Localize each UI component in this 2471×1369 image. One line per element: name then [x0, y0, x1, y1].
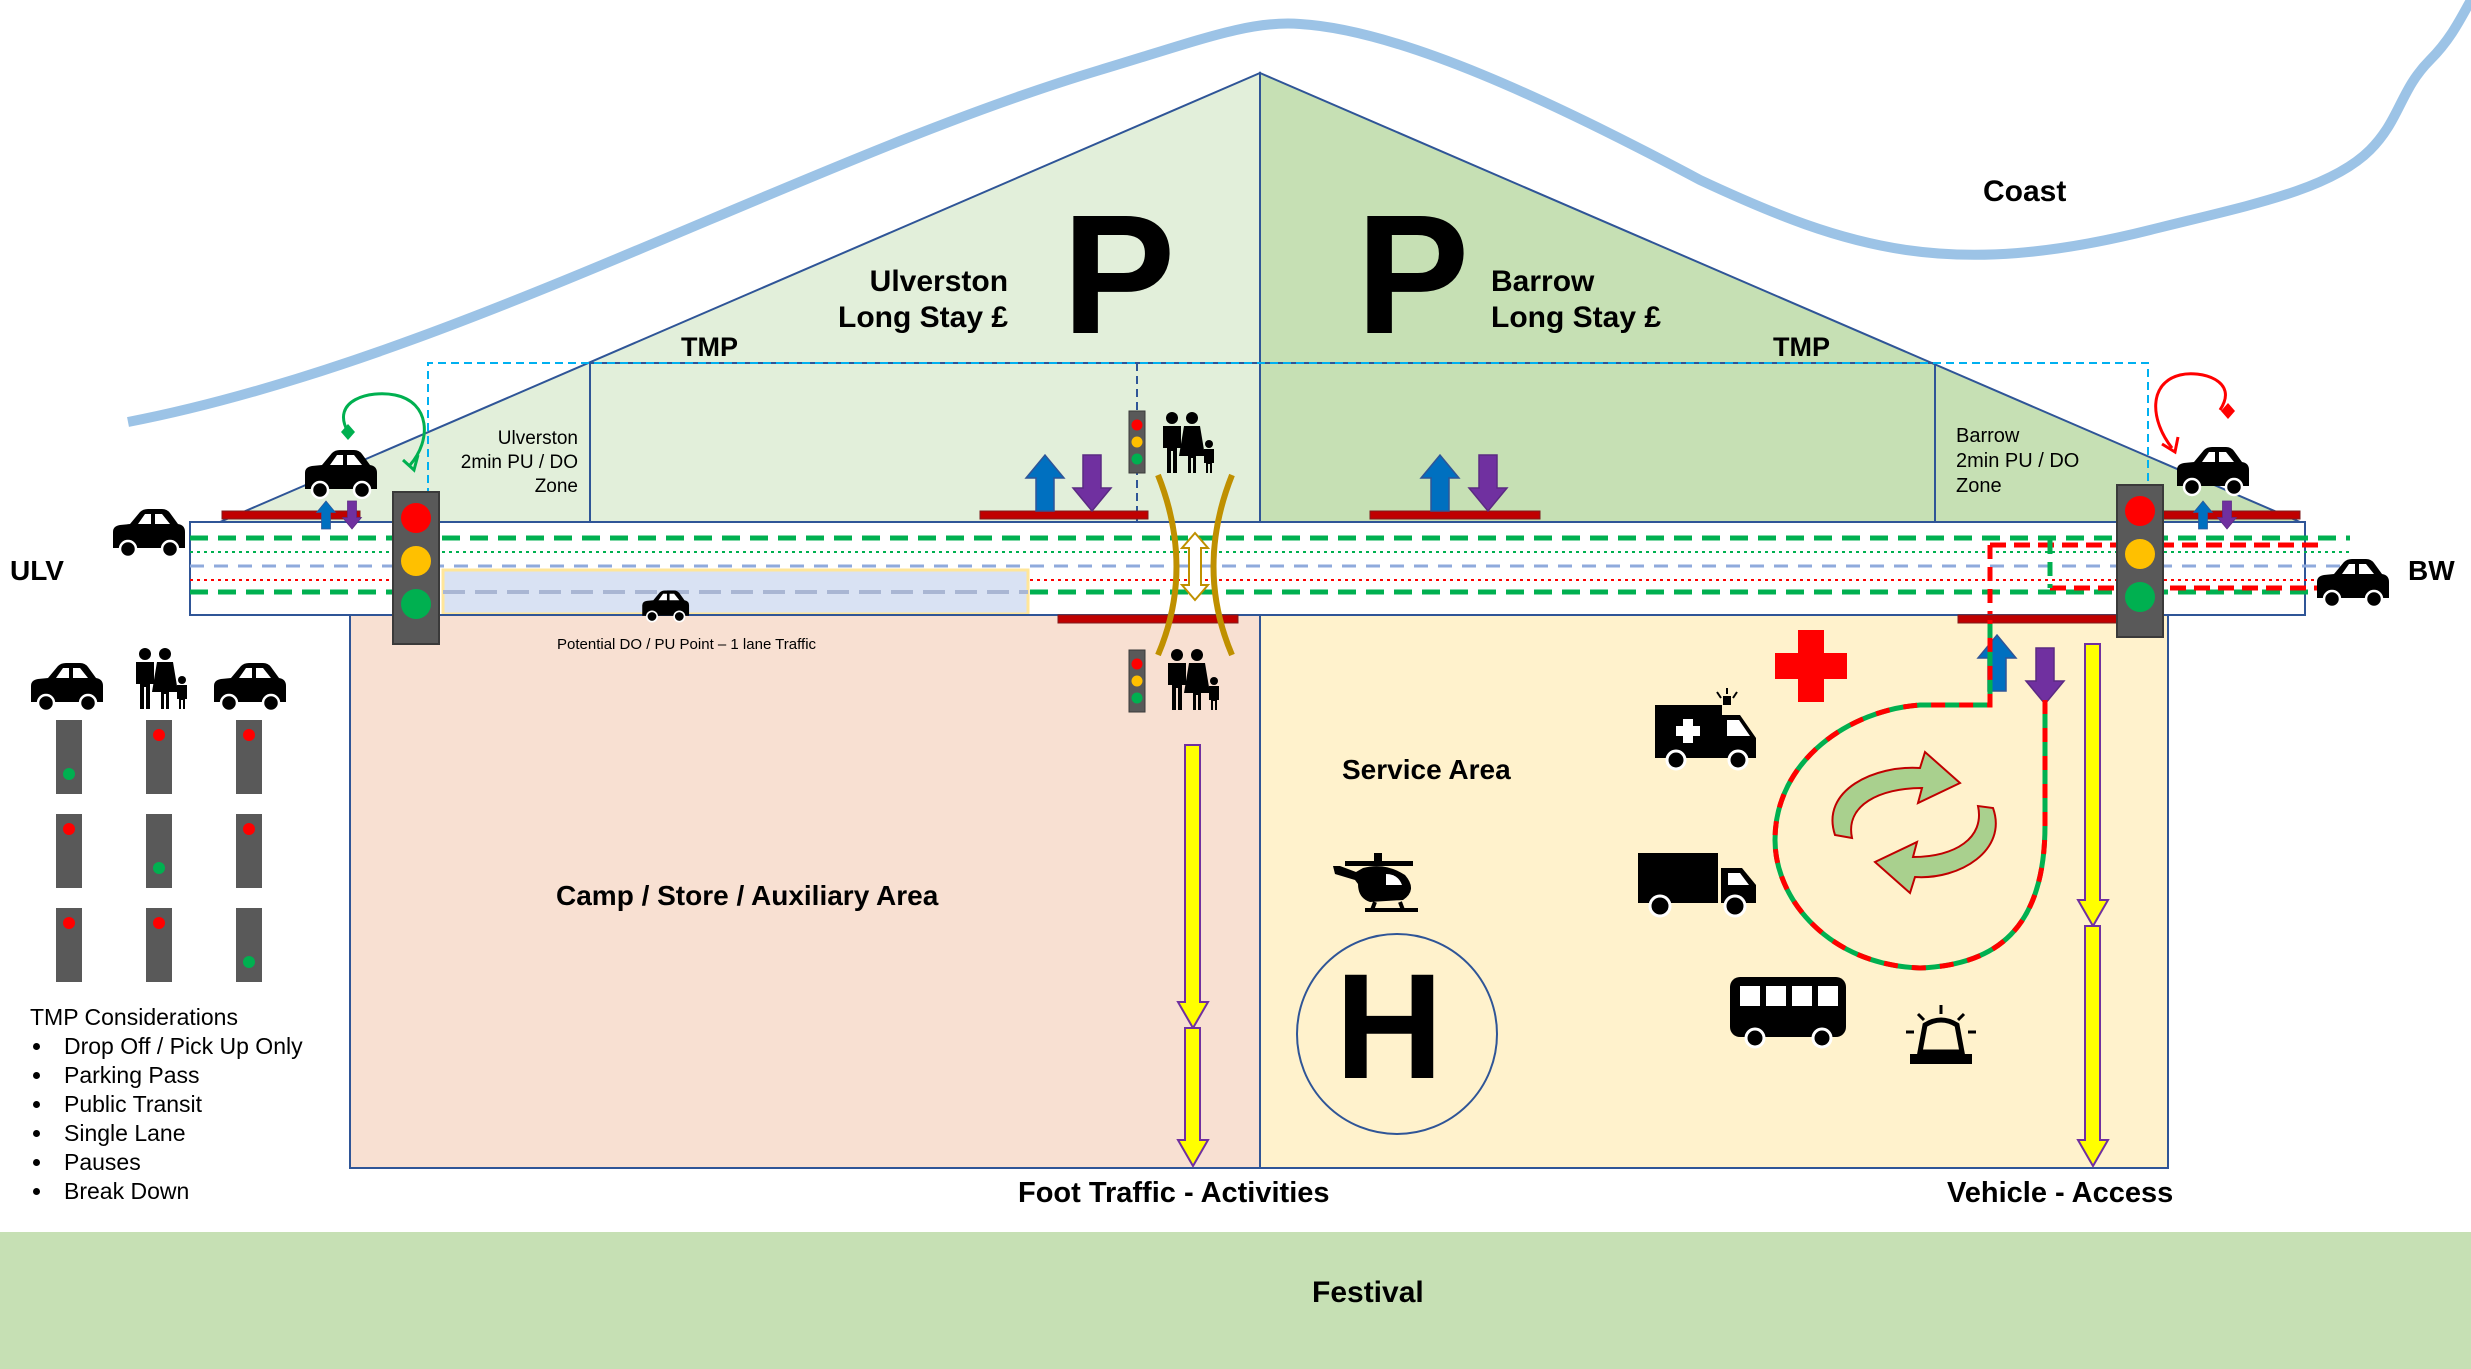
- ulverston-zone-label: Ulverston 2min PU / DO Zone: [448, 427, 578, 499]
- car-icon-legend-2: [212, 661, 288, 713]
- camp-store-auxiliary-area: [349, 614, 1261, 1169]
- barrow-car-park-type: Long Stay £: [1491, 301, 1662, 334]
- u-turn-arrow-icon-left: [341, 392, 426, 473]
- vehicle-access-label: Vehicle - Access: [1947, 1177, 2174, 1209]
- helipad-letter: H: [1335, 942, 1444, 1110]
- service-area-label: Service Area: [1342, 754, 1511, 785]
- traffic-light-icon-right: [2116, 484, 2164, 638]
- foot-traffic-arrows: [1176, 744, 1210, 1169]
- barrow-car-park-label: Barrow Long Stay £: [1491, 264, 1661, 336]
- tmp-label-left: TMP: [681, 332, 738, 362]
- ulverston-car-park-name: Ulverston: [869, 265, 1009, 298]
- coast-label: Coast: [1983, 175, 2067, 208]
- helicopter-icon: [1333, 853, 1418, 912]
- siren-icon: [1906, 1005, 1976, 1064]
- car-icon-legend-1: [29, 661, 105, 713]
- truck-icon: [1638, 853, 1756, 918]
- barrow-zone-label: Barrow 2min PU / DO Zone: [1956, 424, 2079, 499]
- tmp-considerations-title: TMP Considerations: [30, 1004, 238, 1030]
- u-turn-arrow-icon-right: [2154, 372, 2235, 455]
- vehicle-access-arrows: [2076, 643, 2110, 1169]
- pedestrian-crossing: [1155, 473, 1235, 657]
- barrow-zone-line-3: Zone: [1956, 475, 2002, 497]
- barrow-zone-line-1: Barrow: [1956, 425, 2020, 447]
- ulverston-car-park-type: Long Stay £: [838, 301, 1009, 334]
- car-icon-ulv: [111, 507, 187, 559]
- tmp-considerations-list: TMP Considerations Drop Off / Pick Up On…: [30, 1003, 303, 1206]
- barrow-car-park-name: Barrow: [1491, 265, 1595, 298]
- foot-traffic-label: Foot Traffic - Activities: [1018, 1177, 1330, 1209]
- parking-symbol-right: P: [1356, 180, 1470, 370]
- traffic-light-icon-crossing-top: [1128, 410, 1146, 474]
- family-icon-legend: [136, 648, 187, 709]
- camp-area-label: Camp / Store / Auxiliary Area: [556, 880, 939, 911]
- ulverston-zone-line-2: 2min PU / DO: [460, 452, 578, 473]
- recycle-arrows-icon: [1831, 750, 1997, 895]
- ulv-label: ULV: [10, 555, 64, 586]
- parking-symbol-left: P: [1062, 180, 1176, 370]
- bw-label: BW: [2408, 555, 2455, 586]
- bus-icon: [1730, 977, 1846, 1049]
- do-pu-point-label: Potential DO / PU Point – 1 lane Traffic: [557, 636, 817, 653]
- ulverston-car-park-label: Ulverston Long Stay £: [838, 264, 1008, 336]
- festival-band: [0, 1232, 2471, 1369]
- tmp-label-right: TMP: [1773, 332, 1830, 362]
- tmp-item-drop-off: Drop Off / Pick Up Only: [54, 1032, 303, 1061]
- barrow-zone-line-2: 2min PU / DO: [1956, 450, 2080, 472]
- traffic-light-icon-crossing-bottom: [1128, 649, 1146, 713]
- tmp-item-parking-pass: Parking Pass: [54, 1061, 303, 1090]
- tmp-item-public-transit: Public Transit: [54, 1090, 303, 1119]
- tmp-item-break-down: Break Down: [54, 1177, 303, 1206]
- ulverston-zone-line-3: Zone: [534, 476, 578, 497]
- ulverston-zone-line-1: Ulverston: [497, 428, 578, 449]
- festival-label: Festival: [1312, 1276, 1424, 1309]
- tmp-item-single-lane: Single Lane: [54, 1119, 303, 1148]
- coast-line: [127, 0, 2471, 427]
- helipad-icon: [1296, 933, 1498, 1135]
- legend-signal-phases: [56, 720, 262, 982]
- traffic-light-icon-left: [392, 491, 440, 645]
- first-aid-cross-icon: [1775, 630, 1847, 702]
- ambulance-icon: [1655, 688, 1756, 771]
- tmp-item-pauses: Pauses: [54, 1148, 303, 1177]
